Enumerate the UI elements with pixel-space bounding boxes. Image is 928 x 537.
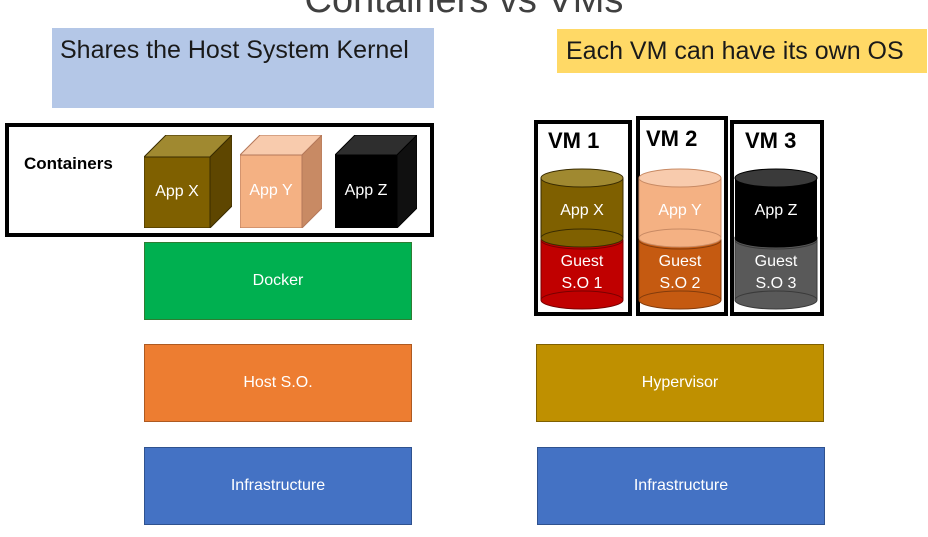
vm-2-guest-line2: S.O 2 <box>659 275 701 292</box>
left-infrastructure-layer: Infrastructure <box>144 447 412 525</box>
left-banner: Shares the Host System Kernel <box>52 28 434 108</box>
vm-3-guest-line1: Guest <box>754 253 798 270</box>
docker-layer: Docker <box>144 242 412 320</box>
vm-2-cylinders: App Y Guest S.O 2 <box>638 168 722 310</box>
hypervisor-layer: Hypervisor <box>536 344 824 422</box>
left-infrastructure-label: Infrastructure <box>230 477 326 494</box>
vm-1-title: VM 1 <box>548 128 600 153</box>
vm-3-title: VM 3 <box>745 128 797 153</box>
vm-2-app-label: App Y <box>658 202 702 219</box>
vm-3-app-label: App Z <box>754 202 798 219</box>
app-z-cube: App Z <box>335 135 417 228</box>
host-os-label: Host S.O. <box>243 374 313 391</box>
right-infrastructure-label: Infrastructure <box>633 477 729 494</box>
app-z-label: App Z <box>344 182 388 199</box>
app-x-cube: App X <box>144 135 232 228</box>
app-y-cube: App Y <box>240 135 322 228</box>
app-y-label: App Y <box>249 182 293 199</box>
docker-label: Docker <box>252 272 304 289</box>
vm-1-cylinders: App X Guest S.O 1 <box>540 168 624 310</box>
hypervisor-label: Hypervisor <box>641 374 719 391</box>
vm-2-guest-line1: Guest <box>658 253 702 270</box>
right-banner: Each VM can have its own OS <box>557 29 927 73</box>
host-os-layer: Host S.O. <box>144 344 412 422</box>
vm-3-cylinders: App Z Guest S.O 3 <box>734 168 818 310</box>
containers-label: Containers <box>24 154 113 173</box>
vm-1-guest-line1: Guest <box>560 253 604 270</box>
diagram-title: Containers vs VMs <box>304 0 624 21</box>
vm-3-guest-line2: S.O 3 <box>755 275 797 292</box>
vm-1-guest-line2: S.O 1 <box>561 275 603 292</box>
right-infrastructure-layer: Infrastructure <box>537 447 825 525</box>
vm-1-app-label: App X <box>560 202 604 219</box>
vm-2-title: VM 2 <box>646 126 698 151</box>
app-x-label: App X <box>155 183 199 200</box>
